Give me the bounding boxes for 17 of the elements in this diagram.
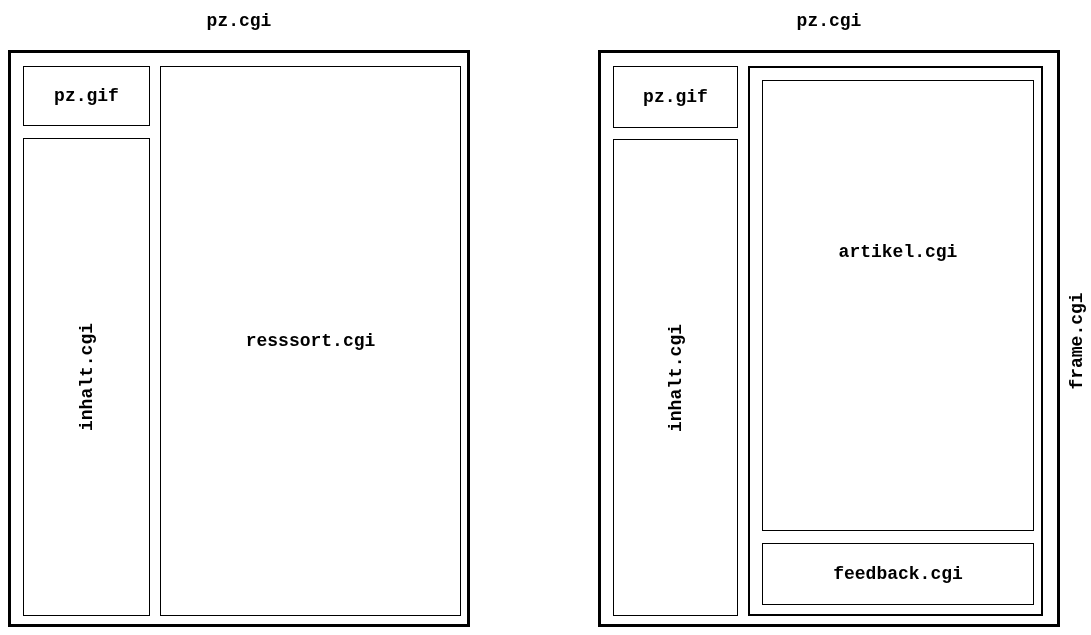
frame-label: inhalt.cgi xyxy=(76,323,97,431)
frame-label: frame.cgi xyxy=(1067,292,1087,390)
frame-label: artikel.cgi xyxy=(838,241,958,262)
frame-label: pz.gif xyxy=(54,86,119,106)
frame-box xyxy=(23,66,150,126)
frame-label: resssort.cgi xyxy=(245,331,376,351)
frame-label: feedback.cgi xyxy=(833,564,963,584)
frame-label: inhalt.cgi xyxy=(665,323,686,432)
frame-box xyxy=(762,80,1034,531)
frame-box xyxy=(160,66,461,616)
frame-box xyxy=(613,139,738,616)
frame-label: pz.gif xyxy=(643,87,708,107)
frame-label: pz.cgi xyxy=(206,11,272,31)
frame-box xyxy=(613,66,738,128)
frame-box xyxy=(23,138,150,616)
frame-label: pz.cgi xyxy=(796,11,862,31)
frame-box xyxy=(762,543,1034,605)
